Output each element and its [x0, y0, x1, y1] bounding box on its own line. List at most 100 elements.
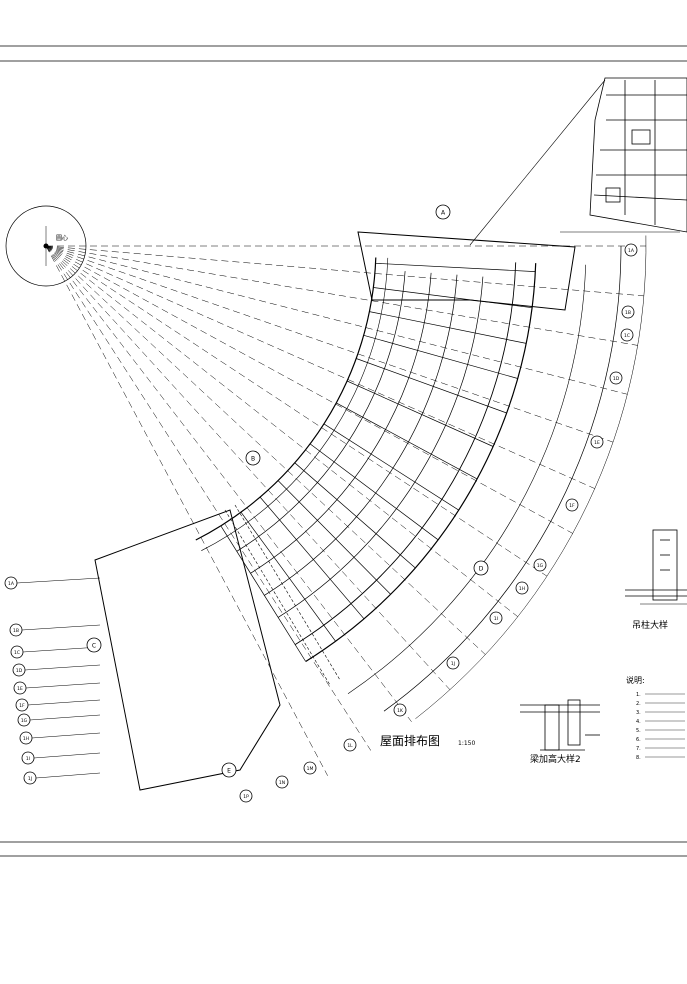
inset-plan: [469, 77, 687, 246]
axis-label: 1L: [347, 743, 353, 749]
radial-line: [45, 245, 573, 534]
stair-line: [224, 509, 331, 686]
radial-line: [45, 245, 638, 346]
axis-bubble: [624, 243, 638, 257]
grid-radial: [240, 511, 336, 642]
note-line: 5.: [636, 728, 641, 734]
axis-label: 1C: [14, 650, 20, 656]
radial-line: [45, 245, 644, 297]
note-line: 4.: [636, 719, 641, 725]
grid-arc: [250, 272, 432, 574]
axis-label: 1E: [594, 440, 600, 446]
axis-bubble: [565, 498, 579, 512]
note-line: 8.: [636, 755, 641, 761]
axis-label: 1D: [613, 376, 620, 382]
roof-grid: [94, 231, 576, 791]
radial-line: [45, 245, 451, 690]
callout-circle: [435, 204, 451, 220]
notes-heading: 说明:: [626, 675, 645, 685]
stair-line: [234, 504, 341, 681]
axis-label: 1B: [625, 310, 631, 316]
note-line: 6.: [636, 737, 641, 743]
grid-radial: [356, 358, 507, 414]
grid-radial: [220, 525, 306, 662]
beam-detail-title: 梁加高大样2: [530, 753, 581, 765]
axis-label: 1K: [397, 708, 404, 714]
axis-line: [31, 732, 101, 739]
axis-label: 1M: [307, 766, 314, 772]
callout-label: B: [251, 456, 255, 463]
outline-arc: [294, 262, 517, 645]
sheet-frame: [0, 45, 687, 857]
axis-label: 1H: [23, 736, 29, 742]
axis-line: [21, 624, 101, 631]
outline-arc: [195, 257, 377, 541]
radial-line: [45, 245, 412, 722]
axis-bubble: [275, 775, 289, 789]
grid-radial: [336, 402, 478, 480]
axis-line: [27, 699, 101, 706]
grid-arc: [236, 271, 406, 552]
callout-circle: [473, 560, 489, 576]
grid-radial: [309, 443, 439, 541]
column-detail: 吊柱大样: [625, 529, 687, 631]
radial-line: [45, 245, 614, 443]
radial-line: [45, 245, 372, 751]
grid-radial: [323, 423, 459, 511]
axis-bubble: [239, 789, 253, 803]
radial-line: [45, 245, 328, 776]
grid-arc: [277, 276, 484, 618]
axis-label: 1E: [17, 686, 23, 692]
axis-bubble: [343, 738, 357, 752]
callout-label: E: [227, 768, 231, 775]
grid-radial: [369, 311, 527, 344]
axis-bubble: [515, 581, 529, 595]
top-wing: [357, 231, 576, 311]
beam-detail: 梁加高大样2: [520, 699, 600, 765]
radial-line: [45, 245, 595, 489]
axis-label: 1G: [537, 563, 544, 569]
grid-radial: [277, 480, 391, 595]
bottom-wing: [94, 509, 281, 791]
axis-label: 1N: [279, 780, 285, 786]
radial-line: [45, 245, 518, 617]
axis-bubble: [609, 371, 623, 385]
callout-label: A: [441, 210, 446, 217]
outline-arc: [347, 264, 586, 694]
callout-circle: [86, 637, 102, 653]
callout-circle: [221, 762, 237, 778]
axis-label: 1G: [21, 718, 28, 724]
outline-arc: [415, 235, 647, 719]
note-line: 7.: [636, 746, 641, 752]
axis-label: 1J: [28, 776, 32, 782]
axis-bubble: [446, 656, 460, 670]
radial-line: [45, 245, 486, 655]
axis-label: 1H: [519, 586, 525, 592]
axis-label: 1A: [628, 248, 635, 254]
radial-dash-lines: [45, 245, 646, 776]
notes-lines: 1.2.3.4.5.6.7.8.: [636, 692, 685, 761]
outline-arc: [201, 257, 389, 551]
axis-label: 1D: [16, 668, 23, 674]
grid-radial: [373, 287, 533, 309]
axis-label: 1B: [13, 628, 19, 634]
axis-label: 1C: [624, 333, 630, 339]
grid-radial: [259, 496, 365, 620]
axis-line: [16, 577, 101, 584]
grid-radial: [294, 462, 416, 569]
grid-arc: [264, 274, 458, 596]
axis-bubble: [393, 703, 407, 717]
axis-bubble: [590, 435, 604, 449]
grid-radial: [363, 334, 518, 379]
axis-line: [25, 682, 101, 689]
axis-bubble: [620, 328, 634, 342]
center-mark-label: 圆心: [56, 235, 68, 242]
axis-line: [35, 772, 101, 779]
callout-label: D: [479, 566, 484, 573]
radial-line: [45, 245, 548, 577]
axis-label: 1P: [243, 794, 249, 800]
drawing-title: 屋面排布图: [380, 734, 440, 748]
